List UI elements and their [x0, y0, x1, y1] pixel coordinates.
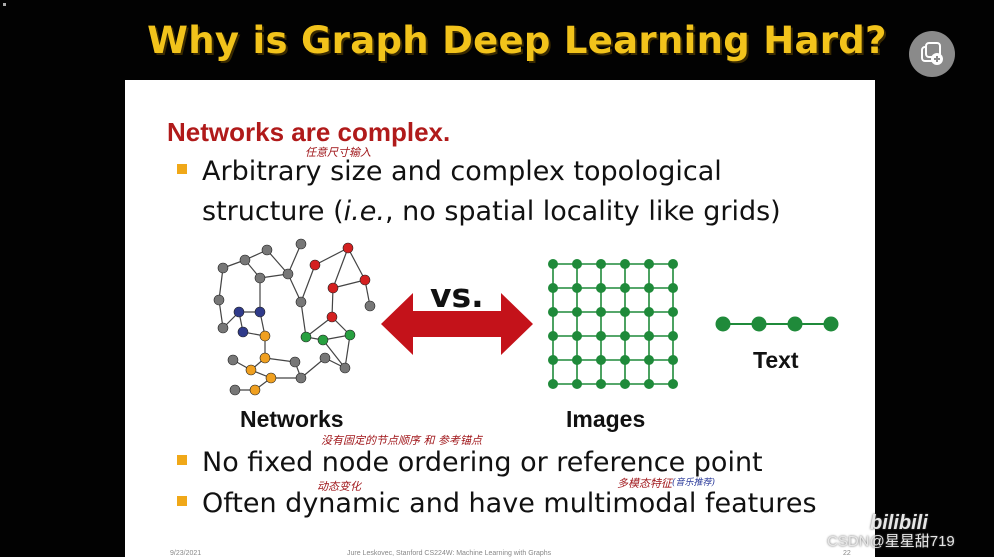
annotation-dynamic: 动态变化 — [317, 480, 361, 493]
footer-course: Jure Leskovec, Stanford CS224W: Machine … — [347, 550, 552, 557]
grid-node — [572, 379, 582, 389]
bullet-node-ordering: No fixed node ordering or reference poin… — [177, 443, 763, 483]
grid-node — [668, 331, 678, 341]
text-label: Text — [753, 347, 799, 373]
grid-node — [620, 283, 630, 293]
grid-node — [548, 379, 558, 389]
grid-node — [548, 259, 558, 269]
bullet-dynamic: Often dynamic and have multimodal featur… — [177, 484, 817, 524]
double-arrow — [381, 293, 533, 355]
grid-node — [596, 307, 606, 317]
grid-node — [644, 379, 654, 389]
grid-node — [548, 283, 558, 293]
grid-node — [620, 259, 630, 269]
grid-node — [620, 379, 630, 389]
grid-node — [572, 259, 582, 269]
grid-node — [620, 331, 630, 341]
annotation-multimodal: 多模态特征 — [617, 477, 672, 490]
grid-node — [644, 331, 654, 341]
grid-node — [668, 355, 678, 365]
save-to-collection-button[interactable] — [909, 31, 955, 77]
grid-node — [668, 259, 678, 269]
copy-add-icon — [921, 42, 943, 65]
grid-node — [596, 379, 606, 389]
grid-node — [572, 331, 582, 341]
grid-node — [572, 307, 582, 317]
bullet-text: Often dynamic and have multimodal featur… — [202, 488, 817, 519]
bullet-text: No fixed node ordering or reference poin… — [202, 447, 763, 478]
grid-node — [644, 307, 654, 317]
annotation-music-recommendation: (音乐推荐) — [672, 478, 716, 488]
bullet-marker — [177, 455, 187, 465]
grid-node — [644, 355, 654, 365]
grid-node — [668, 283, 678, 293]
footer-page: 22 — [843, 550, 851, 557]
bullet-text-line1: Arbitrary size and complex topological — [202, 156, 722, 187]
bullet-arbitrary-size: Arbitrary size and complex topological s… — [177, 152, 781, 232]
grid-node — [596, 355, 606, 365]
images-label: Images — [566, 406, 646, 432]
grid-node — [596, 331, 606, 341]
bullet-marker — [177, 164, 187, 174]
corner-mark — [3, 3, 6, 6]
grid-node — [572, 283, 582, 293]
annotation-arbitrary-size: 任意尺寸输入 — [305, 146, 371, 159]
grid-node — [644, 283, 654, 293]
grid-node — [548, 331, 558, 341]
watermark-credit: CSDN@星星甜719 — [827, 533, 955, 550]
annotation-node-ordering: 没有固定的节点顺序 和 参考锚点 — [321, 434, 482, 447]
bullet-text-line2: structure (i.e., no spatial locality lik… — [202, 196, 781, 227]
grid-node — [548, 355, 558, 365]
bilibili-logo: bilibili — [870, 512, 928, 534]
slide-title: Why is Graph Deep Learning Hard? — [147, 18, 887, 62]
grid-node — [596, 259, 606, 269]
bullet-marker — [177, 496, 187, 506]
grid-node — [596, 283, 606, 293]
network-graph — [213, 238, 376, 396]
grid-node — [572, 355, 582, 365]
image-grid — [548, 259, 678, 389]
slide: Networks are complex. 任意尺寸输入 Arbitrary s… — [125, 80, 875, 557]
text-chain — [715, 316, 839, 332]
title-bar: Why is Graph Deep Learning Hard? — [0, 0, 994, 80]
networks-label: Networks — [240, 406, 344, 432]
section-heading: Networks are complex. — [167, 117, 451, 147]
grid-node — [548, 307, 558, 317]
grid-node — [644, 259, 654, 269]
footer-date: 9/23/2021 — [170, 550, 202, 557]
grid-node — [620, 307, 630, 317]
vs-label: vs. — [430, 276, 484, 315]
grid-node — [620, 355, 630, 365]
grid-node — [668, 379, 678, 389]
grid-node — [668, 307, 678, 317]
